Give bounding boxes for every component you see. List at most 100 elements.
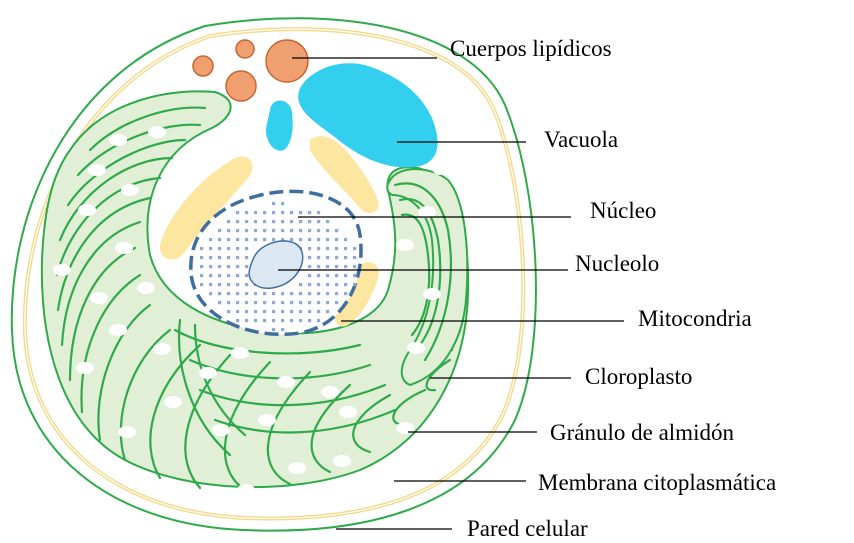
nucleus-dot bbox=[326, 256, 329, 259]
nucleus-dot bbox=[218, 274, 221, 277]
nucleus-dot bbox=[227, 292, 230, 295]
nucleus-dot bbox=[281, 202, 284, 205]
nucleus-dot bbox=[218, 238, 221, 241]
nucleus-dot bbox=[272, 319, 275, 322]
nucleus-dot bbox=[254, 238, 257, 241]
nucleus-dot bbox=[299, 220, 302, 223]
nucleus-dot bbox=[317, 256, 320, 259]
nucleus-dot bbox=[326, 283, 329, 286]
nucleus-dot bbox=[218, 256, 221, 259]
nucleus-dot bbox=[263, 301, 266, 304]
nucleus-dot bbox=[326, 310, 329, 313]
label-lipid-bodies: Cuerpos lipídicos bbox=[450, 36, 612, 61]
nucleus-dot bbox=[299, 238, 302, 241]
nucleus-dot bbox=[344, 292, 347, 295]
nucleus-dot bbox=[209, 283, 212, 286]
nucleus-dot bbox=[200, 274, 203, 277]
label-vacuole: Vacuola bbox=[544, 127, 618, 152]
nucleus-dot bbox=[317, 238, 320, 241]
nucleus-dot bbox=[344, 265, 347, 268]
nucleus-dot bbox=[218, 283, 221, 286]
nucleus-dot bbox=[353, 247, 356, 250]
nucleus-dot bbox=[344, 274, 347, 277]
nucleus-dot bbox=[290, 292, 293, 295]
label-cytoplasmic-membrane: Membrana citoplasmática bbox=[538, 470, 776, 495]
nucleus-dot bbox=[209, 238, 212, 241]
nucleus-dot bbox=[281, 292, 284, 295]
nucleus-dot bbox=[344, 238, 347, 241]
nucleus-dot bbox=[335, 247, 338, 250]
nucleus-dot bbox=[317, 211, 320, 214]
nucleus-dot bbox=[227, 265, 230, 268]
nucleus-dot bbox=[272, 220, 275, 223]
nucleus-dot bbox=[326, 220, 329, 223]
nucleus-dot bbox=[317, 274, 320, 277]
nucleus-dot bbox=[308, 220, 311, 223]
nucleus-dot bbox=[290, 211, 293, 214]
nucleus-dot bbox=[254, 229, 257, 232]
nucleus-dot bbox=[218, 265, 221, 268]
nucleus-dot bbox=[326, 265, 329, 268]
nucleus-dot bbox=[335, 238, 338, 241]
nucleus-dot bbox=[227, 220, 230, 223]
nucleus-dot bbox=[335, 283, 338, 286]
nucleus-dot bbox=[209, 265, 212, 268]
nucleus-dot bbox=[353, 256, 356, 259]
nucleus-dot bbox=[281, 319, 284, 322]
nucleus-dot bbox=[218, 292, 221, 295]
nucleus-dot bbox=[245, 265, 248, 268]
nucleus-dot bbox=[200, 265, 203, 268]
nucleus-dot bbox=[236, 238, 239, 241]
nucleus-dot bbox=[200, 283, 203, 286]
nucleus-dot bbox=[263, 220, 266, 223]
nucleus-dot bbox=[353, 274, 356, 277]
nucleus-dot bbox=[335, 274, 338, 277]
nucleus-dot bbox=[245, 247, 248, 250]
nucleus-dot bbox=[254, 301, 257, 304]
nucleus-dot bbox=[245, 211, 248, 214]
nucleus-dot bbox=[335, 256, 338, 259]
nucleus-dot bbox=[299, 211, 302, 214]
nucleus-dot bbox=[272, 211, 275, 214]
nucleus-dot bbox=[254, 310, 257, 313]
nucleus-dot bbox=[299, 310, 302, 313]
nucleus-dot bbox=[281, 220, 284, 223]
nucleus-dot bbox=[227, 229, 230, 232]
nucleus-dot bbox=[308, 310, 311, 313]
nucleus-dot bbox=[263, 229, 266, 232]
nucleus-dot bbox=[209, 256, 212, 259]
nucleus-dot bbox=[299, 229, 302, 232]
nucleus-dot bbox=[218, 301, 221, 304]
nucleus-dot bbox=[227, 274, 230, 277]
nucleus-dot bbox=[308, 211, 311, 214]
nucleus-dot bbox=[236, 319, 239, 322]
nucleus-dot bbox=[308, 319, 311, 322]
nucleus-dot bbox=[263, 211, 266, 214]
nucleus-dot bbox=[335, 292, 338, 295]
nucleus-dot bbox=[281, 301, 284, 304]
nucleus-dot bbox=[245, 274, 248, 277]
nucleus-dot bbox=[317, 292, 320, 295]
nucleus-dot bbox=[209, 292, 212, 295]
nucleus-dot bbox=[272, 310, 275, 313]
nucleus-dot bbox=[263, 292, 266, 295]
nucleus-dot bbox=[263, 319, 266, 322]
nucleus-dot bbox=[281, 229, 284, 232]
nucleus-dot bbox=[299, 283, 302, 286]
label-starch-granule: Gránulo de almidón bbox=[550, 420, 734, 445]
nucleus-dot bbox=[317, 247, 320, 250]
nucleus-dot bbox=[317, 265, 320, 268]
nucleus-dot bbox=[218, 229, 221, 232]
nucleus-dot bbox=[344, 256, 347, 259]
nucleus-dot bbox=[308, 238, 311, 241]
nucleus-dot bbox=[236, 301, 239, 304]
nucleus-dot bbox=[290, 319, 293, 322]
nucleus-dot bbox=[254, 319, 257, 322]
nucleus-dot bbox=[236, 256, 239, 259]
nucleus-dot bbox=[290, 301, 293, 304]
nucleus-dot bbox=[236, 265, 239, 268]
nucleus-dot bbox=[299, 301, 302, 304]
nucleus-dot bbox=[317, 220, 320, 223]
nucleus-dot bbox=[227, 301, 230, 304]
